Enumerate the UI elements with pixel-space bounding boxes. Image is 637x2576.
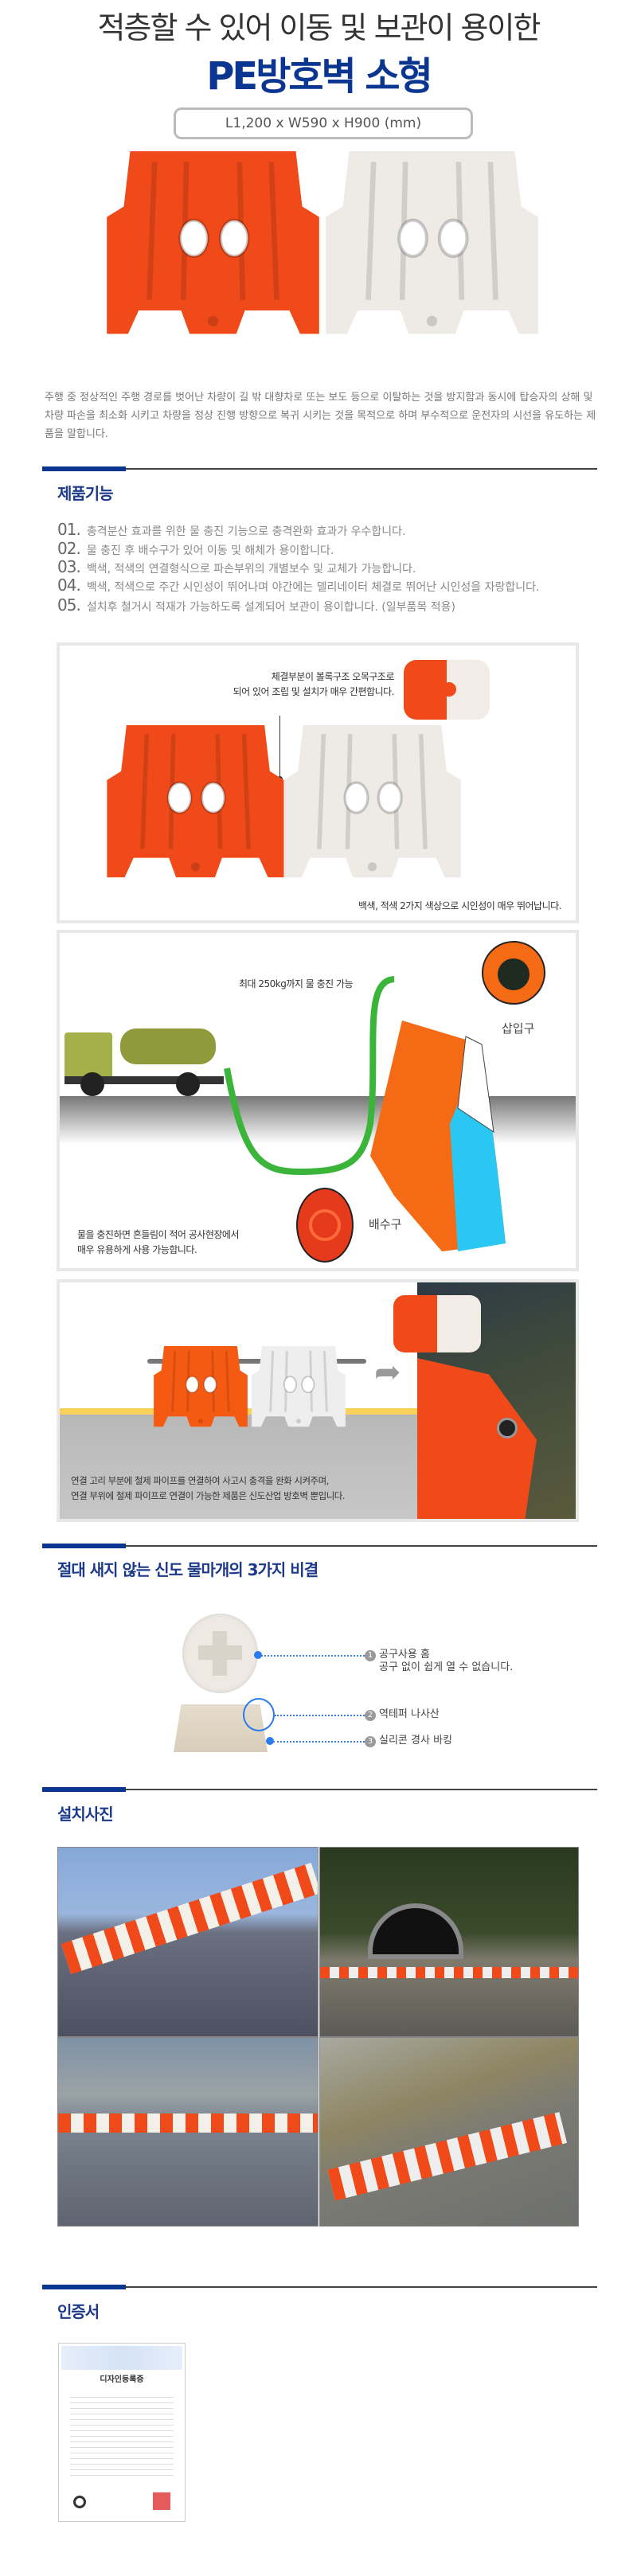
connection-callout: 체결부분이 볼록구조 오목구조로 되어 있어 조립 및 설치가 매우 간편합니다…	[155, 669, 395, 700]
feature-number: 02.	[57, 539, 81, 558]
install-photo-highway	[57, 1847, 318, 2037]
number-badge: 1	[365, 1650, 376, 1661]
feature-number: 01.	[57, 520, 81, 539]
page-title: PE방호벽 소형	[206, 54, 432, 99]
red-barrier	[149, 1346, 252, 1430]
steel-pipe	[147, 1359, 366, 1364]
white-barrier	[275, 725, 470, 884]
road-surface	[60, 1415, 418, 1519]
white-barrier	[247, 1346, 350, 1430]
feature-text: 충격분산 효과를 위한 물 충진 기능으로 충격완화 효과가 우수합니다.	[86, 525, 406, 538]
feature-panel-pipe-connection: ➦ 연결 고리 부분에 철제 파이프를 연결하여 사고시 충격을 완화 시켜주며…	[57, 1279, 579, 1522]
section-title-install: 설치사진	[57, 1805, 114, 1824]
thread-highlight-circle	[243, 1698, 275, 1731]
feature-text: 백색, 적색으로 주간 시인성이 뛰어나며 야간에는 델리네이터 체결로 뛰어난…	[86, 581, 540, 594]
product-description: 주행 중 정상적인 주행 경로를 벗어난 차량이 길 밖 대향차로 또는 보도 …	[45, 392, 596, 440]
callout-line: 되어 있어 조립 및 설치가 매우 간편합니다.	[233, 686, 395, 697]
caption-line: 연결 부위에 철제 파이프로 연결이 가능한 제품은 신도산업 방호벽 뿐입니다…	[71, 1490, 346, 1501]
feature-text: 물 충진 후 배수구가 있어 이동 및 해체가 용이합니다.	[86, 544, 334, 557]
feature-number: 04.	[57, 576, 81, 595]
section-title-certificate: 인증서	[57, 2302, 100, 2321]
barrier-cutaway-illustration	[370, 1021, 506, 1251]
feature-text: 설치후 철거시 적재가 가능하도록 설계되어 보관이 용이합니다. (일부품목 …	[86, 601, 455, 614]
official-seal	[153, 2492, 170, 2510]
feature-panel-water-fill: 최대 250kg까지 물 충진 가능 삽입구 배수구 물을 충진하면 흔들림이 …	[57, 930, 579, 1271]
feature-panel-connection: 체결부분이 볼록구조 오목구조로 되어 있어 조립 및 설치가 매우 간편합니다…	[57, 642, 579, 923]
inlet-label: 삽입구	[502, 1021, 535, 1036]
certificate-image[interactable]: 디자인등록증	[58, 2343, 186, 2522]
feature-number: 03.	[57, 557, 81, 576]
section-divider	[42, 1545, 597, 1547]
feature-item: 03. 백색, 적색의 연결형식으로 파손부위의 개별보수 및 교체가 가능합니다…	[57, 557, 416, 576]
water-truck-image	[64, 1028, 232, 1100]
install-photo-curve	[319, 2037, 579, 2227]
certificate-header-pattern	[61, 2346, 182, 2370]
white-barrier	[318, 151, 545, 342]
secret-label: 역테퍼 나사산	[379, 1708, 440, 1720]
caption-line: 매우 유용하게 사용 가능합니다.	[77, 1244, 197, 1255]
caption-line: 물을 충진하면 흔들림이 적어 공사현장에서	[77, 1229, 239, 1240]
section-accent-bar	[42, 466, 126, 471]
inlet-closeup	[482, 941, 545, 1005]
panel-caption: 백색, 적색 2가지 색상으로 시인성이 매우 뛰어납니다.	[358, 900, 562, 911]
feature-item: 01. 충격분산 효과를 위한 물 충진 기능으로 충격완화 효과가 우수합니다.	[57, 520, 406, 539]
drain-label: 배수구	[369, 1217, 402, 1231]
page-subtitle: 적층할 수 있어 이동 및 보관이 용이한	[97, 10, 541, 45]
install-photo-tunnel	[319, 1847, 579, 2037]
hero-product-image	[100, 151, 545, 342]
secret-label: 공구사용 홈	[379, 1649, 430, 1661]
certificate-body-text	[70, 2392, 174, 2480]
section-divider	[42, 2286, 597, 2288]
callout-dotted-line	[273, 1741, 365, 1743]
caption-line: 연결 고리 부분에 철제 파이프를 연결하여 사고시 충격을 완화 시켜주며,	[71, 1475, 329, 1486]
callout-line: 체결부분이 볼록구조 오목구조로	[271, 671, 395, 682]
number-badge: 3	[365, 1736, 376, 1747]
feature-item: 04. 백색, 적색으로 주간 시인성이 뛰어나며 야간에는 델리네이터 체결로 …	[57, 576, 539, 595]
red-barrier	[98, 725, 293, 884]
section-divider	[42, 1789, 597, 1790]
hose-graphic	[224, 976, 395, 1176]
section-title-features: 제품기능	[57, 484, 114, 503]
dimensions-badge: L1,200 x W590 x H900 (mm)	[174, 107, 473, 139]
certificate-doc-title: 디자인등록증	[100, 2375, 144, 2384]
callout-leader-line	[279, 716, 280, 779]
install-photo-city	[57, 2037, 318, 2227]
panel-caption: 물을 충진하면 흔들림이 적어 공사현장에서 매우 유용하게 사용 가능합니다.	[77, 1228, 239, 1258]
red-barrier	[100, 151, 326, 342]
section-accent-bar	[42, 1787, 126, 1792]
section-accent-bar	[42, 1544, 126, 1548]
secret-label: 실리콘 경사 바킹	[379, 1735, 452, 1747]
feature-item: 05. 설치후 철거시 적재가 가능하도록 설계되어 보관이 용이합니다. (일부…	[57, 595, 455, 615]
panel-caption: 연결 고리 부분에 철제 파이프를 연결하여 사고시 충격을 완화 시켜주며, …	[71, 1473, 346, 1504]
water-cap-top-image	[182, 1614, 258, 1693]
feature-number: 05.	[57, 595, 81, 615]
callout-dotted-line	[275, 1715, 365, 1716]
joint-closeup-image	[393, 1295, 481, 1352]
fill-capacity-label: 최대 250kg까지 물 충진 가능	[239, 978, 354, 989]
number-badge: 2	[365, 1710, 376, 1721]
callout-dot	[254, 1651, 262, 1659]
secret-sublabel: 공구 없이 쉽게 열 수 없습니다.	[379, 1661, 514, 1673]
callout-dotted-line	[261, 1655, 365, 1657]
arrow-icon: ➦	[374, 1354, 401, 1391]
section-divider	[42, 468, 597, 470]
drain-closeup	[296, 1188, 354, 1263]
callout-dot	[266, 1737, 274, 1745]
section-title-secrets: 절대 새지 않는 신도 물마개의 3가지 비결	[57, 1560, 318, 1579]
feature-text: 백색, 적색의 연결형식으로 파손부위의 개별보수 및 교체가 가능합니다.	[86, 563, 416, 576]
kipo-logo	[73, 2496, 86, 2508]
joint-closeup-image	[404, 660, 490, 720]
section-accent-bar	[42, 2285, 126, 2289]
feature-item: 02. 물 충진 후 배수구가 있어 이동 및 해체가 용이합니다.	[57, 539, 334, 558]
